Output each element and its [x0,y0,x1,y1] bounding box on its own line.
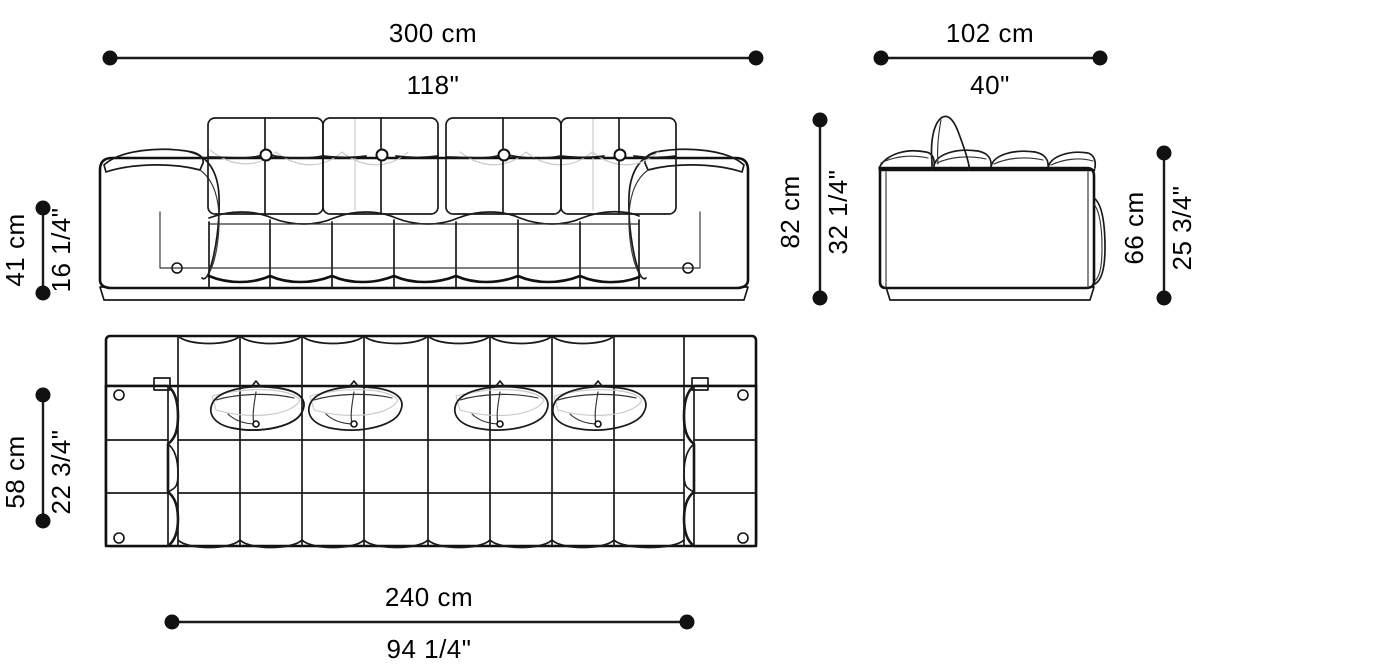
plan-left-arm-bracket [153,377,171,391]
front-back-cushion-2-tuft-left [322,155,367,159]
plan-back-cushion-3 [454,385,549,431]
overall-depth-end-dot [1092,50,1108,66]
side-cushion-top-3-seam [993,157,1044,165]
front-back-cushion-4-tuft-left [560,155,605,159]
side-arm-roll [1093,197,1106,285]
side-cushion-top-4-seam [1050,158,1094,166]
front-seat-bottom-scallop [207,274,641,284]
dimension-overall-depth: 102 cm 40" [873,18,1108,100]
back-height-metric-label: 66 cm [1119,191,1149,264]
seat-depth-end-dot [35,513,51,529]
dimension-overall-width: 300 cm 118" [102,18,764,100]
back-height-imperial-label: 25 3/4" [1167,185,1197,270]
side-cushion-top-4 [1047,151,1097,169]
side-cushion-top-2-seam [936,156,987,164]
seat-width-start-dot [164,614,180,630]
plan-back-cushion-4 [552,385,647,431]
side-cushion-top-1 [878,149,936,169]
front-body-shell [98,156,750,290]
plan-left-tag-icon-bottom [113,532,125,544]
dimension-seat-width: 240 cm 94 1/4" [164,582,695,664]
overall-height-end-dot [812,290,828,306]
plan-bottom-scallop [177,539,685,549]
seat-width-imperial-label: 94 1/4" [386,634,471,664]
overall-width-start-dot [102,50,118,66]
back-height-end-dot [1156,290,1172,306]
plan-seat-grid-vertical [177,335,685,547]
plan-round-back-cushions [210,385,647,431]
overall-depth-imperial-label: 40" [970,70,1010,100]
side-upright-back-cushion [930,115,970,167]
plan-right-arm-panel [682,377,758,548]
plan-left-tag-icon-top [113,389,125,401]
seat-height-metric-label: 41 cm [0,213,30,286]
seat-height-imperial-label: 16 1/4" [46,207,76,292]
plan-right-arm-bracket [691,377,709,391]
plan-top-scallop [177,335,615,345]
overall-height-imperial-label: 32 1/4" [823,169,853,254]
seat-width-metric-label: 240 cm [385,582,473,612]
overall-width-metric-label: 300 cm [389,18,477,48]
front-back-cushion-2-tuft-right [395,155,439,159]
plan-left-arm-panel [104,377,180,548]
seat-width-end-dot [679,614,695,630]
plan-back-band-markers [251,380,603,387]
side-arm-roll-seam [1093,203,1103,282]
dimension-seat-height: 41 cm 16 1/4" [0,200,76,301]
front-right-arm-inner-line [628,169,649,278]
front-tufting-button-1 [259,148,273,162]
overall-height-metric-label: 82 cm [775,175,805,248]
side-upright-back-cushion-seam [937,119,942,165]
side-cushion-top-2 [933,149,992,168]
seat-height-end-dot [35,285,51,301]
front-back-cushion-3-tuft-left [445,154,501,159]
front-back-cushion-group-right [445,117,677,215]
dimension-seat-depth: 58 cm 22 3/4" [0,387,76,529]
front-tufting-button-2 [375,148,389,162]
overall-depth-metric-label: 102 cm [946,18,1034,48]
side-elevation-view [878,115,1106,301]
seat-depth-start-dot [35,387,51,403]
seat-depth-imperial-label: 22 3/4" [46,429,76,514]
overall-depth-start-dot [873,50,889,66]
front-left-arm-inner-line [199,169,220,278]
seat-depth-metric-label: 58 cm [0,435,30,508]
front-back-cushion-4-tuft-right [633,155,677,159]
plan-back-cushion-1 [210,385,305,431]
seat-height-start-dot [35,200,51,216]
front-right-arm-inner-roll [627,151,659,280]
plan-outer-boundary [104,334,758,548]
plan-right-tag-icon-bottom [737,532,749,544]
overall-width-imperial-label: 118" [407,70,460,100]
side-back-cushion-tops [878,149,1097,169]
overall-width-end-dot [748,50,764,66]
back-height-start-dot [1156,145,1172,161]
overall-height-start-dot [812,112,828,128]
side-body-shell [878,166,1096,290]
side-cushion-top-3 [990,150,1049,169]
plan-right-tag-icon-top [737,389,749,401]
front-tufting-button-4 [613,148,627,162]
plan-back-cushion-2 [308,385,403,431]
front-elevation-view [98,117,750,301]
front-inner-frame [159,211,701,269]
plan-view [104,334,758,549]
dimension-overall-height: 82 cm 32 1/4" [775,112,853,306]
dimension-back-height: 66 cm 25 3/4" [1119,145,1197,306]
side-cushion-top-1-seam [880,155,929,164]
front-back-cushion-1-tuft-left [207,154,263,159]
front-tufting-button-3 [497,148,511,162]
front-back-cushion-3-tuft-right [507,154,562,159]
plan-seat-grid-horizontal [177,439,685,494]
front-back-cushion-1-tuft-right [269,154,324,159]
front-left-arm-inner-roll [189,151,221,280]
